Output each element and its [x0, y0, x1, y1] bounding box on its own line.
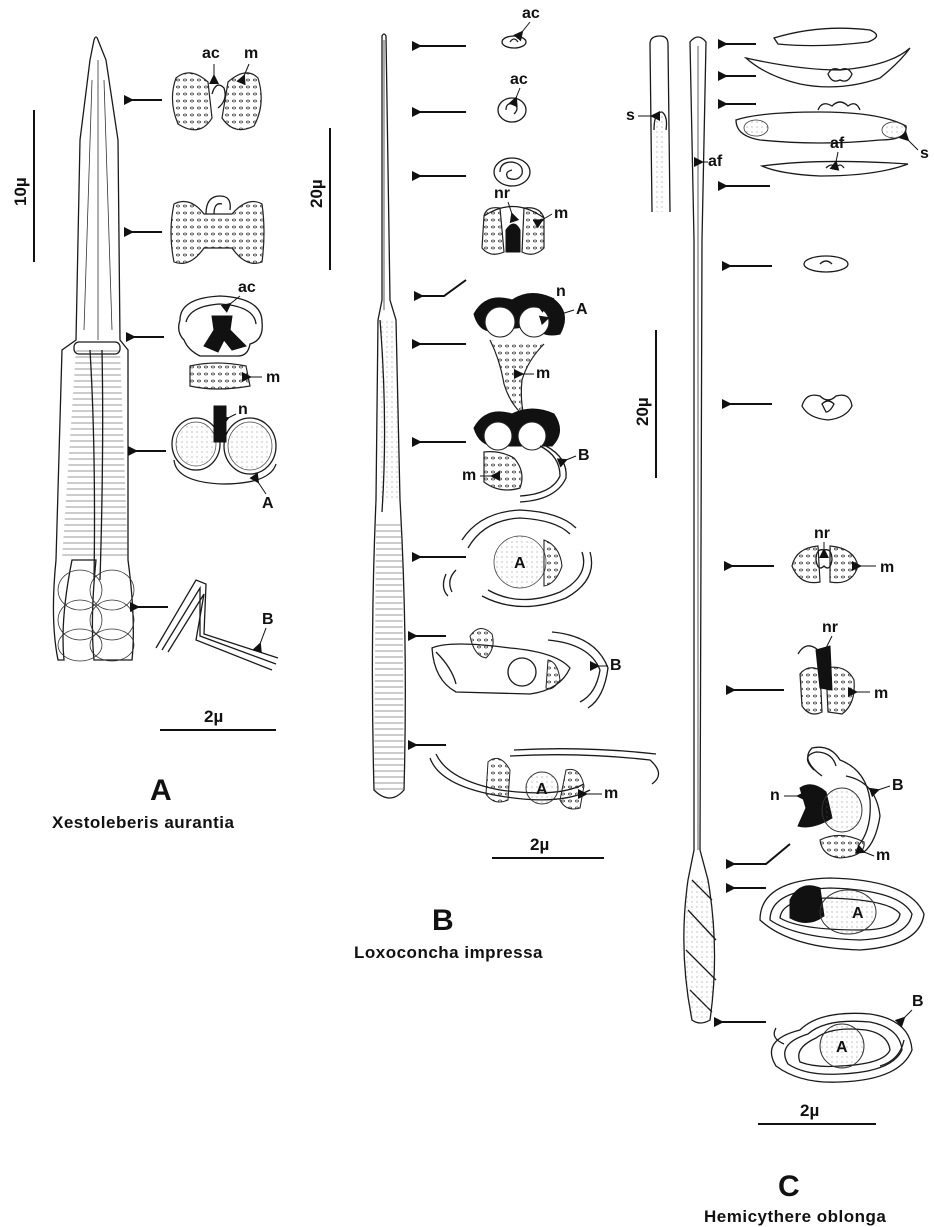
label-s: s: [626, 107, 635, 124]
label-nr: nr: [494, 185, 510, 202]
label-ac: ac: [238, 279, 256, 296]
cross-section-a4: [172, 406, 276, 484]
cross-section-b4: [482, 206, 544, 254]
cross-section-b9: [430, 749, 659, 809]
cross-section-c9: [798, 747, 880, 858]
label-A: A: [852, 905, 864, 922]
label-B: B: [912, 993, 924, 1010]
cross-section-b3: [494, 158, 530, 186]
species-name-a: Xestoleberis aurantia: [52, 813, 235, 832]
species-name-b: Loxoconcha impressa: [354, 943, 543, 962]
label-A: A: [536, 781, 548, 798]
panel-c: 20µ s af: [626, 28, 929, 1226]
label-B: B: [262, 611, 274, 628]
cross-section-b6: [474, 409, 566, 502]
label-m: m: [462, 467, 476, 484]
label-n: n: [556, 283, 566, 300]
scale-label-short-b: 2µ: [530, 835, 549, 854]
cross-section-c2: [746, 48, 910, 87]
panel-letter-a: A: [150, 774, 172, 807]
panel-b: 20µ ac ac: [307, 5, 659, 962]
sperm-drawing-b: [372, 34, 405, 798]
label-m: m: [536, 365, 550, 382]
cross-section-a3: [179, 296, 263, 389]
label-m: m: [554, 205, 568, 222]
cross-section-c1: [774, 28, 877, 45]
scale-label-short-c: 2µ: [800, 1101, 819, 1120]
species-name-c: Hemicythere oblonga: [704, 1207, 886, 1226]
label-af: af: [830, 135, 845, 152]
label-m: m: [874, 685, 888, 702]
cross-section-a2: [171, 196, 264, 263]
scale-label-long-b: 20µ: [307, 179, 326, 208]
cross-section-b5: [474, 293, 565, 416]
cross-section-b1: [502, 36, 526, 48]
label-n: n: [238, 401, 248, 418]
label-nr: nr: [814, 525, 830, 542]
sperm-drawing-c: [650, 36, 716, 1023]
label-m: m: [880, 559, 894, 576]
cross-section-c6: [802, 395, 852, 420]
cross-section-c8: [798, 646, 854, 714]
label-A: A: [262, 495, 274, 512]
cross-section-b8: [432, 628, 608, 708]
cross-section-a1: [172, 73, 261, 130]
sperm-drawing-a: [53, 37, 134, 661]
scale-label-short-a: 2µ: [204, 707, 223, 726]
label-ac: ac: [510, 71, 528, 88]
cross-section-c7: [792, 546, 858, 583]
label-ac: ac: [202, 45, 220, 62]
label-m: m: [244, 45, 258, 62]
arrow-icon: [422, 280, 466, 296]
scale-label-long-a: 10µ: [11, 177, 30, 206]
label-A: A: [576, 301, 588, 318]
label-B: B: [578, 447, 590, 464]
panel-a: 10µ ac m: [11, 37, 280, 832]
label-A: A: [514, 555, 526, 572]
label-af: af: [708, 153, 723, 170]
label-m: m: [876, 847, 890, 864]
cross-section-c3: [736, 102, 906, 143]
cross-section-b2: [498, 98, 526, 122]
label-s: s: [920, 145, 929, 162]
label-ac: ac: [522, 5, 540, 22]
arrow-icon: [734, 844, 790, 864]
label-n: n: [770, 787, 780, 804]
label-B: B: [892, 777, 904, 794]
label-A: A: [836, 1039, 848, 1056]
panel-letter-b: B: [432, 904, 454, 937]
cross-section-c5: [804, 256, 848, 272]
label-B: B: [610, 657, 622, 674]
scale-label-long-c: 20µ: [633, 397, 652, 426]
label-nr: nr: [822, 619, 838, 636]
cross-section-c10: [760, 878, 924, 950]
cross-section-c4: [762, 161, 908, 176]
label-m: m: [266, 369, 280, 386]
panel-letter-c: C: [778, 1170, 800, 1203]
cross-section-a5: [156, 580, 278, 670]
label-m: m: [604, 785, 618, 802]
